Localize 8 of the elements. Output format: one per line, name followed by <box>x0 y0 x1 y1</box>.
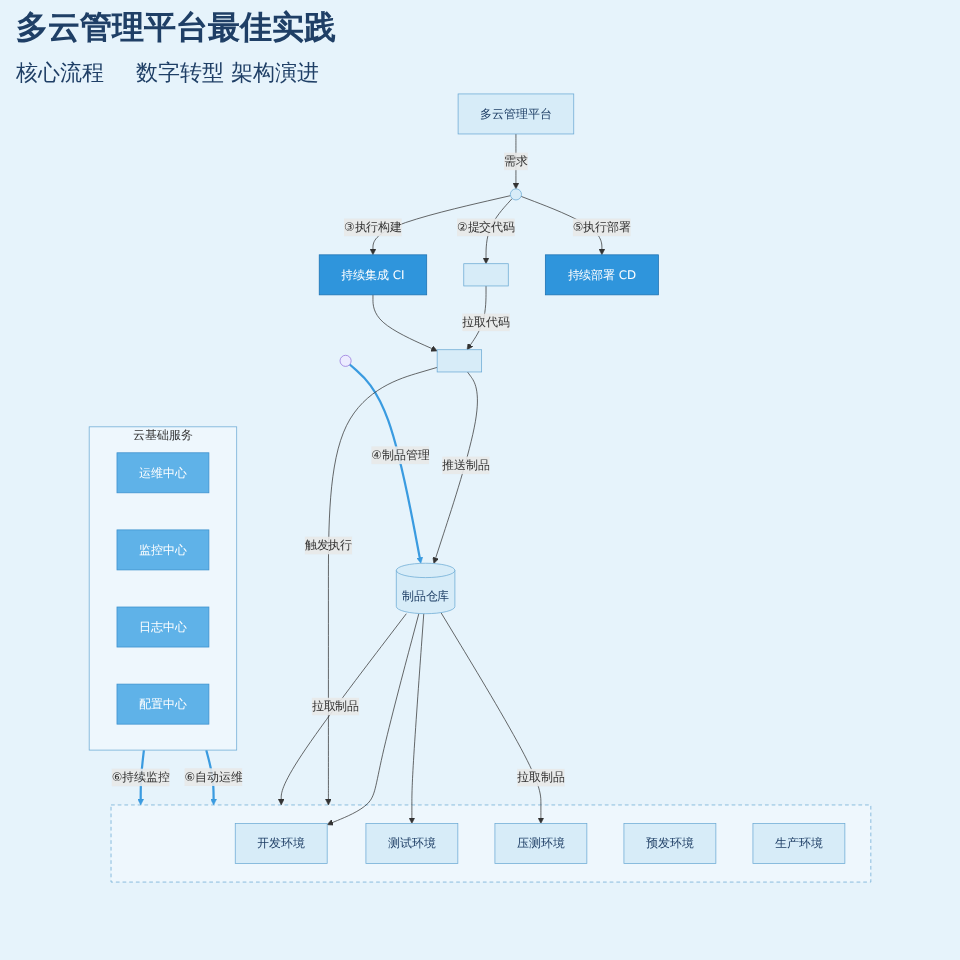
slide-note: 数字转型 架构演进 <box>136 58 319 88</box>
node-box <box>436 349 482 373</box>
cluster <box>110 804 872 883</box>
slide-note: 核心流程 <box>16 58 104 88</box>
arrow <box>349 363 423 564</box>
slide-title: 多云管理平台最佳实践 <box>16 8 338 50</box>
node-person <box>510 188 522 201</box>
node-box <box>463 263 509 287</box>
